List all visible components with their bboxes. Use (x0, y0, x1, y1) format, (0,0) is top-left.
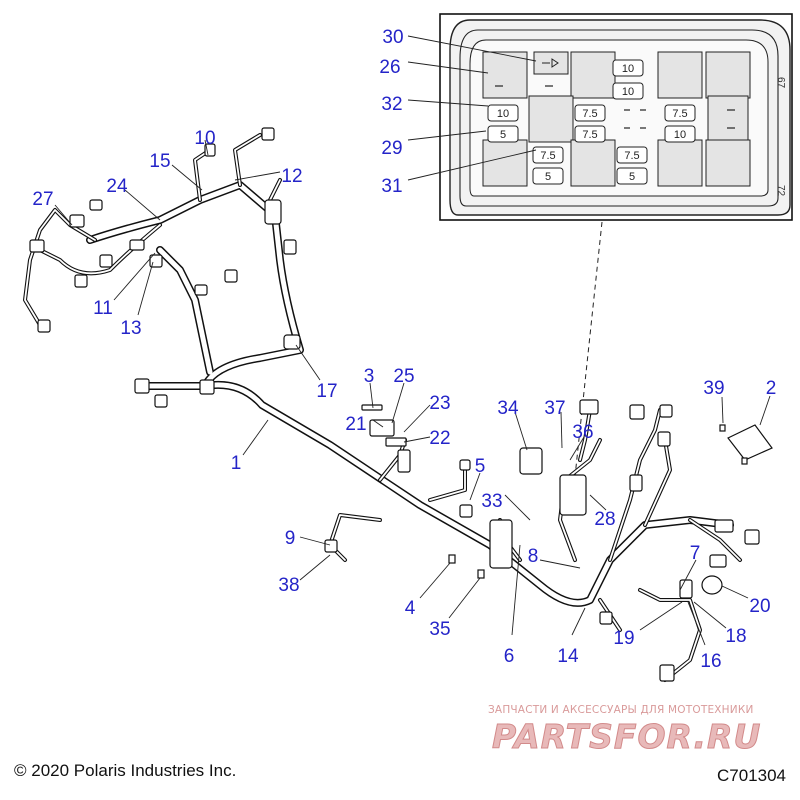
fuse-rating: 7.5 (672, 108, 687, 120)
watermark-logo: PARTSFOR.RU (492, 717, 761, 757)
fuse-slot (664, 125, 696, 143)
callout-1: 1 (231, 453, 242, 474)
callout-23: 23 (429, 393, 450, 414)
callout-27: 27 (32, 189, 53, 210)
fuse-box-inset: 10 10 10 5 7.5 7.5 7.5 10 7.5 5 7.5 5 67 72 (439, 13, 793, 221)
callout-5: 5 (475, 456, 486, 477)
fuse-slot (612, 82, 644, 100)
callout-39: 39 (703, 378, 724, 399)
callout-33: 33 (481, 491, 502, 512)
fuse-rating: 7.5 (540, 150, 555, 162)
harness-connectors (29, 127, 773, 682)
callout-10: 10 (194, 128, 215, 149)
diagram-id: C701304 (716, 766, 786, 785)
frame-mark-bottom: 72 (775, 185, 786, 197)
callout-6: 6 (504, 646, 515, 667)
callout-18: 18 (725, 626, 746, 647)
callout-22: 22 (429, 428, 450, 449)
inset-leader-lines (407, 35, 537, 181)
callout-26: 26 (379, 57, 400, 78)
callout-8: 8 (528, 546, 539, 567)
fuse-slot (487, 125, 519, 143)
svg-text:PARTSFOR.RU: PARTSFOR.RU (492, 717, 761, 756)
fuse-rating: 10 (622, 63, 634, 75)
fuse-slot (532, 146, 564, 164)
callout-15: 15 (149, 151, 170, 172)
fuse-slot (616, 167, 648, 185)
callout-38: 38 (278, 575, 299, 596)
callout-17: 17 (316, 381, 337, 402)
callout-31: 31 (381, 176, 402, 197)
fuse-slot (616, 146, 648, 164)
callout-32: 32 (381, 94, 402, 115)
copyright-notice: © 2020 Polaris Industries Inc. (14, 761, 237, 780)
callout-7: 7 (690, 543, 701, 564)
fuse-slot (532, 167, 564, 185)
callout-20: 20 (749, 596, 770, 617)
callout-12: 12 (281, 166, 302, 187)
fuse-rating: 7.5 (624, 150, 639, 162)
callout-34: 34 (497, 398, 519, 419)
callout-leader-lines (54, 139, 771, 646)
callout-13: 13 (120, 318, 141, 339)
callout-35: 35 (429, 619, 450, 640)
callout-29: 29 (381, 138, 402, 159)
callout-11: 11 (93, 298, 113, 319)
fuse-rating: 10 (497, 108, 509, 120)
fuse-rating: 5 (545, 171, 551, 183)
fuse-rating: 10 (674, 129, 686, 141)
callout-37: 37 (544, 398, 565, 419)
fuse-rating: 5 (629, 171, 635, 183)
callout-14: 14 (557, 646, 579, 667)
callout-21: 21 (345, 414, 366, 435)
callout-25: 25 (393, 366, 414, 387)
fuse-rating: 7.5 (582, 108, 597, 120)
callout-36: 36 (572, 422, 593, 443)
callout-24: 24 (106, 176, 128, 197)
callout-16: 16 (700, 651, 721, 672)
callout-3: 3 (364, 366, 375, 387)
fuse-slot (487, 104, 519, 122)
watermark-caption: ЗАПЧАСТИ И АКСЕССУАРЫ ДЛЯ МОТОТЕХНИКИ (488, 704, 754, 716)
callout-19: 19 (613, 628, 634, 649)
fuse-rating: 10 (622, 86, 634, 98)
callout-30: 30 (382, 27, 403, 48)
fuse-slot (664, 104, 696, 122)
callout-9: 9 (285, 528, 296, 549)
frame-mark-top: 67 (775, 77, 786, 89)
fuse-rating: 5 (500, 129, 506, 141)
fuse-slot (612, 59, 644, 77)
fuse-rating: 7.5 (582, 129, 597, 141)
callout-4: 4 (405, 598, 416, 619)
callout-28: 28 (594, 509, 615, 530)
fuse-slot (574, 104, 606, 122)
fuse-slot (574, 125, 606, 143)
callout-2: 2 (766, 378, 777, 399)
